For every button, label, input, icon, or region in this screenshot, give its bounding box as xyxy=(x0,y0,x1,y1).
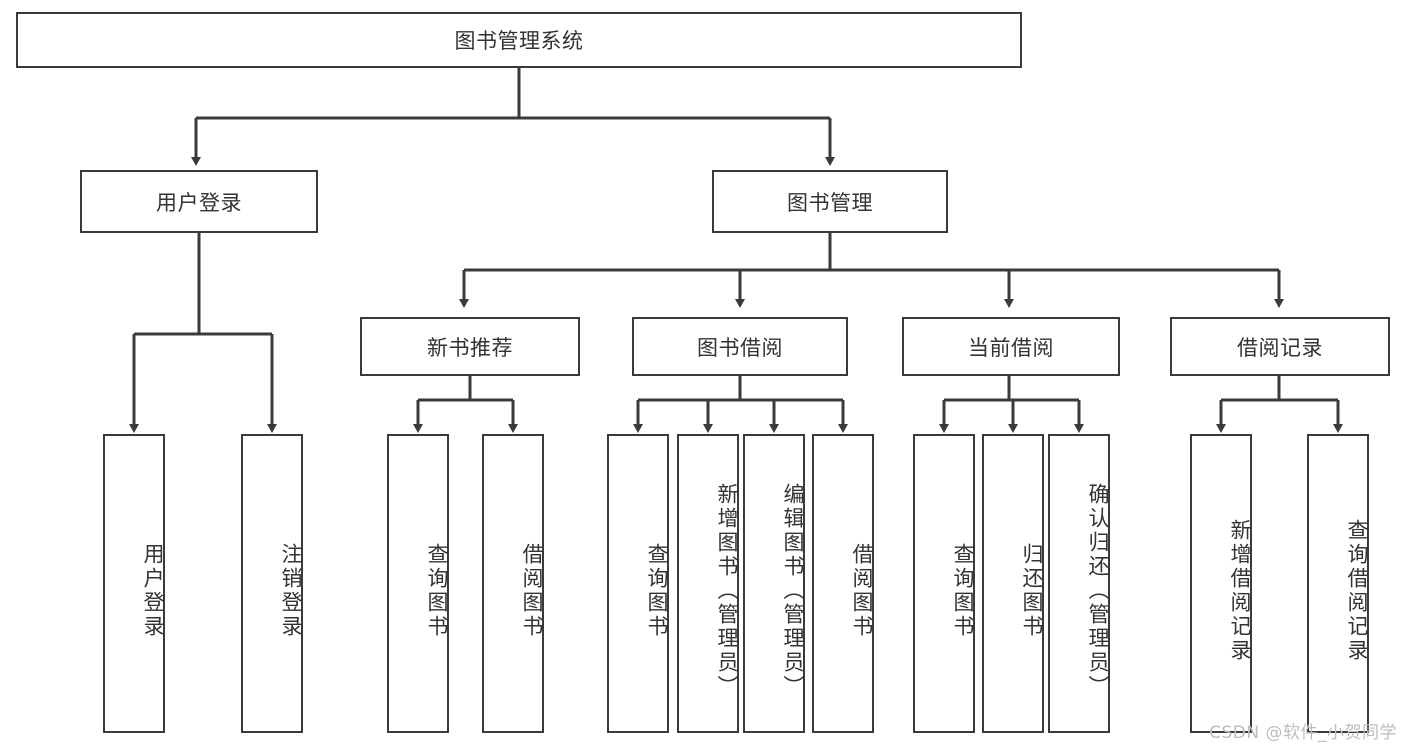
leaf-current-confirm-return-admin[interactable]: 确认归还（管理员） xyxy=(1048,434,1110,733)
leaf-logout[interactable]: 注销登录 xyxy=(241,434,303,733)
node-current-borrow[interactable]: 当前借阅 xyxy=(902,317,1120,376)
node-label: 归还图书 xyxy=(1020,542,1044,639)
leaf-current-query-book[interactable]: 查询图书 xyxy=(913,434,975,733)
node-label: 编辑图书（管理员） xyxy=(781,482,805,699)
watermark: CSDN @软件_小贺同学 xyxy=(1209,723,1397,743)
node-label: 新增借阅记录 xyxy=(1228,518,1252,663)
leaf-borrow-borrow-book[interactable]: 借阅图书 xyxy=(812,434,874,733)
leaf-current-return-book[interactable]: 归还图书 xyxy=(982,434,1044,733)
node-label: 新增图书（管理员） xyxy=(715,482,739,699)
node-label: 查询图书 xyxy=(425,542,449,639)
node-label: 用户登录 xyxy=(141,542,165,639)
node-label: 借阅图书 xyxy=(850,542,874,639)
node-label: 当前借阅 xyxy=(968,335,1054,360)
node-label: 借阅图书 xyxy=(520,542,544,639)
node-book-borrow[interactable]: 图书借阅 xyxy=(632,317,848,376)
leaf-record-add-borrow-record[interactable]: 新增借阅记录 xyxy=(1190,434,1252,733)
node-new-book-recommend[interactable]: 新书推荐 xyxy=(360,317,580,376)
leaf-borrow-query-book[interactable]: 查询图书 xyxy=(607,434,669,733)
node-label: 查询借阅记录 xyxy=(1345,518,1369,663)
leaf-record-query-borrow-record[interactable]: 查询借阅记录 xyxy=(1307,434,1369,733)
node-book-management[interactable]: 图书管理 xyxy=(712,170,948,233)
leaf-recommend-borrow-book[interactable]: 借阅图书 xyxy=(482,434,544,733)
node-label: 查询图书 xyxy=(645,542,669,639)
leaf-recommend-query-book[interactable]: 查询图书 xyxy=(387,434,449,733)
node-label: 确认归还（管理员） xyxy=(1086,482,1110,699)
node-user-login[interactable]: 用户登录 xyxy=(80,170,318,233)
node-label: 注销登录 xyxy=(279,542,303,639)
node-system-root[interactable]: 图书管理系统 xyxy=(16,12,1022,68)
node-borrow-record[interactable]: 借阅记录 xyxy=(1170,317,1390,376)
leaf-borrow-add-book-admin[interactable]: 新增图书（管理员） xyxy=(677,434,739,733)
leaf-user-login[interactable]: 用户登录 xyxy=(103,434,165,733)
node-label: 新书推荐 xyxy=(427,335,513,360)
node-label: 用户登录 xyxy=(156,190,242,215)
node-label: 图书借阅 xyxy=(697,335,783,360)
node-label: 图书管理系统 xyxy=(454,29,584,53)
leaf-borrow-edit-book-admin[interactable]: 编辑图书（管理员） xyxy=(743,434,805,733)
node-label: 图书管理 xyxy=(787,190,873,215)
node-label: 借阅记录 xyxy=(1237,335,1323,360)
node-label: 查询图书 xyxy=(951,542,975,639)
